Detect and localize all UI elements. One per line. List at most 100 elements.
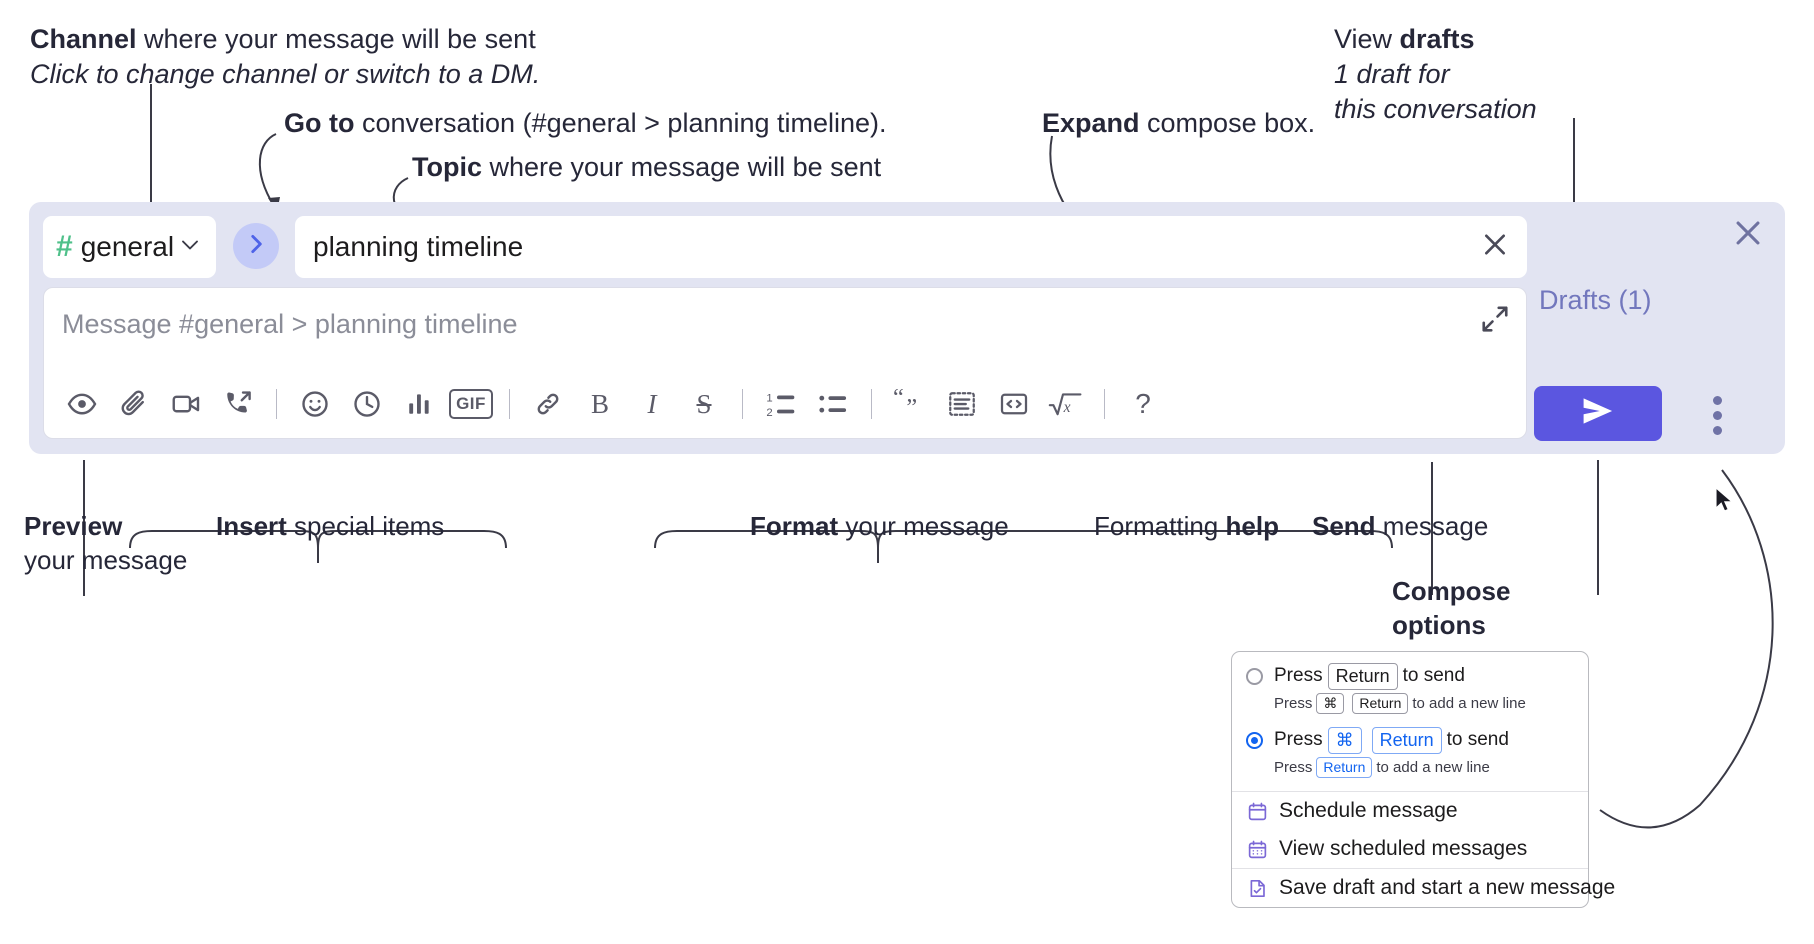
annotation-send-bold: Send (1312, 511, 1376, 541)
radio-option-cmd-return-sub: Press Return to add a new line (1232, 755, 1588, 784)
leader-compose-options (1599, 469, 1774, 829)
sub-label-post: to add a new line (1376, 758, 1490, 776)
annotation-preview-bold: Preview (24, 511, 123, 541)
kbd-return: Return (1371, 727, 1442, 754)
radio-option-return-to-send[interactable]: Press Return to send (1232, 662, 1588, 691)
menu-divider (1232, 868, 1588, 869)
annotation-expand: Expand compose box. (1042, 106, 1315, 141)
annotation-compose-options-line1: Compose (1392, 576, 1511, 606)
italic-button[interactable]: I (626, 378, 678, 430)
kbd-command: ⌘ (1327, 727, 1362, 754)
drafts-link[interactable]: Drafts (1) (1539, 285, 1652, 315)
preview-button[interactable] (56, 378, 108, 430)
inline-code-button[interactable] (988, 378, 1040, 430)
conversation-selector-row: # general planning timeline (43, 216, 1527, 278)
document-check-icon (1246, 877, 1268, 899)
svg-text:2: 2 (766, 407, 772, 419)
menu-item-schedule-message[interactable]: Schedule message (1232, 792, 1588, 830)
math-button[interactable]: x (1040, 378, 1092, 430)
radio-button[interactable] (1246, 667, 1263, 685)
expand-arrows-icon[interactable] (1480, 304, 1510, 334)
reminder-button[interactable] (341, 378, 393, 430)
svg-text:“: “ (893, 389, 904, 411)
more-vertical-icon[interactable] (1700, 390, 1734, 440)
leader-goto (259, 133, 277, 207)
annotation-channel-bold: Channel (30, 24, 137, 54)
link-button[interactable] (522, 378, 574, 430)
kbd-return: Return (1316, 756, 1373, 778)
svg-text:1: 1 (766, 392, 772, 404)
annotation-insert-rest: special items (286, 511, 445, 541)
menu-item-label: Schedule message (1279, 799, 1458, 822)
annotation-drafts-italic-1: 1 draft for (1334, 59, 1450, 90)
annotation-formatting-help-rest: Formatting (1094, 511, 1226, 541)
kebab-dot-2 (1712, 410, 1722, 420)
strikethrough-button[interactable]: S (678, 378, 730, 430)
close-icon[interactable] (1731, 216, 1765, 250)
annotation-goto: Go to conversation (#general > planning … (284, 106, 887, 141)
radio-option-cmd-return-to-send[interactable]: Press ⌘ Return to send (1232, 726, 1588, 755)
audio-clip-button[interactable] (212, 378, 264, 430)
menu-item-save-draft[interactable]: Save draft and start a new message (1232, 869, 1615, 907)
topic-input[interactable]: planning timeline (295, 216, 1527, 278)
hash-icon: # (56, 230, 73, 263)
radio-label-pre: Press (1274, 665, 1323, 687)
attach-file-button[interactable] (108, 378, 160, 430)
kebab-dot-3 (1712, 425, 1722, 435)
compose-options-menu: Press Return to send Press ⌘ Return to a… (1231, 651, 1615, 908)
channel-name-label: general (80, 231, 175, 262)
bulleted-list-button[interactable] (807, 378, 859, 430)
radio-label-post: to send (1402, 665, 1465, 687)
annotation-drafts: View drafts 1 draft for this conversatio… (1334, 22, 1537, 127)
annotation-format-bold: Format (750, 511, 839, 541)
kbd-command: ⌘ (1316, 692, 1345, 714)
goto-conversation-button[interactable] (233, 223, 279, 269)
italic-label: I (647, 388, 657, 419)
annotation-expand-bold: Expand (1042, 108, 1140, 138)
calendar-icon (1246, 800, 1268, 822)
separator-5 (1104, 389, 1105, 419)
separator-3 (742, 389, 743, 419)
radio-button-selected[interactable] (1246, 731, 1263, 749)
send-shortcut-radio-group: Press Return to send Press ⌘ Return to a… (1232, 652, 1588, 791)
send-paper-plane-icon (1580, 393, 1616, 434)
close-icon[interactable] (1479, 229, 1511, 266)
annotation-topic-bold: Topic (412, 152, 482, 182)
annotation-compose-options-line2: options (1392, 609, 1486, 640)
separator-4 (871, 389, 872, 419)
annotation-channel-italic: Click to change channel or switch to a D… (30, 59, 541, 90)
emoji-button[interactable] (289, 378, 341, 430)
annotation-insert: Insert special items (216, 510, 444, 544)
radio-label-pre: Press (1274, 729, 1323, 751)
kbd-return: Return (1327, 663, 1398, 690)
gif-button[interactable]: GIF (445, 378, 497, 430)
code-block-button[interactable] (936, 378, 988, 430)
annotation-drafts-bold: drafts (1399, 24, 1475, 54)
formatting-toolbar: GIF B I S 1 2 (44, 370, 1526, 438)
annotation-goto-bold: Go to (284, 108, 355, 138)
channel-selector[interactable]: # general (43, 216, 216, 278)
video-clip-button[interactable] (160, 378, 212, 430)
mouse-cursor (1715, 487, 1734, 512)
annotation-channel-rest: where your message will be sent (136, 24, 536, 54)
annotation-expand-rest: compose box. (1139, 108, 1316, 138)
kebab-dot-1 (1712, 395, 1722, 405)
annotation-topic: Topic where your message will be sent (412, 150, 881, 185)
annotation-send: Send message (1312, 510, 1488, 544)
annotation-drafts-rest: View (1334, 24, 1400, 54)
menu-item-view-scheduled-messages[interactable]: View scheduled messages (1232, 830, 1588, 868)
ordered-list-button[interactable]: 1 2 (755, 378, 807, 430)
poll-button[interactable] (393, 378, 445, 430)
bold-button[interactable]: B (574, 378, 626, 430)
blockquote-button[interactable]: “ ” (884, 378, 936, 430)
topic-value: planning timeline (313, 231, 524, 262)
menu-item-label: View scheduled messages (1279, 837, 1528, 860)
annotation-insert-bold: Insert (216, 511, 287, 541)
annotation-send-rest: message (1375, 511, 1489, 541)
separator-1 (276, 389, 277, 419)
send-button[interactable] (1534, 386, 1662, 441)
kbd-return: Return (1352, 692, 1409, 714)
message-editor[interactable]: Message #general > planning timeline (43, 287, 1527, 439)
calendar-grid-icon (1246, 838, 1268, 860)
formatting-help-button[interactable]: ? (1117, 378, 1169, 430)
